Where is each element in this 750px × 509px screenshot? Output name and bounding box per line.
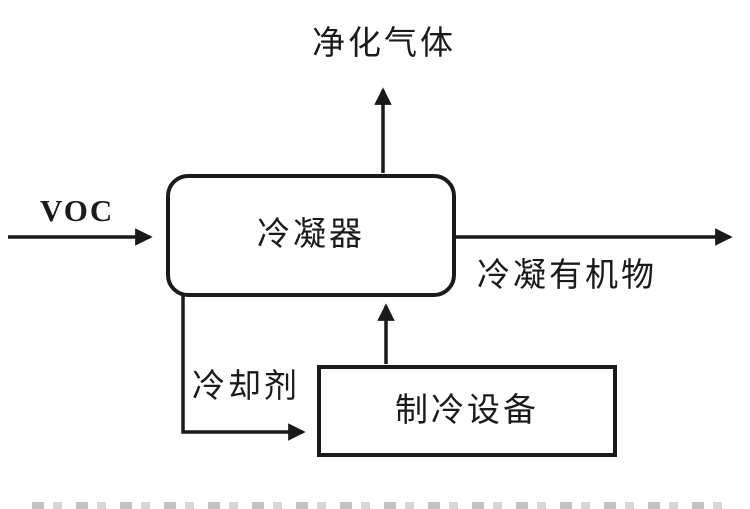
coolant-line [181, 295, 306, 441]
refrigeration-equipment-box: 制冷设备 [317, 365, 617, 457]
coolant-label: 冷却剂 [192, 369, 300, 405]
cropped-caption-fragment [32, 502, 724, 509]
condensed-organics-label: 冷凝有机物 [477, 258, 657, 294]
condenser-box: 冷凝器 [166, 174, 456, 297]
purified-gas-label: 净化气体 [312, 26, 456, 62]
condenser-label: 冷凝器 [257, 217, 365, 254]
refrigeration-equipment-label: 制冷设备 [395, 392, 539, 429]
voc-label: VOC [40, 193, 115, 228]
